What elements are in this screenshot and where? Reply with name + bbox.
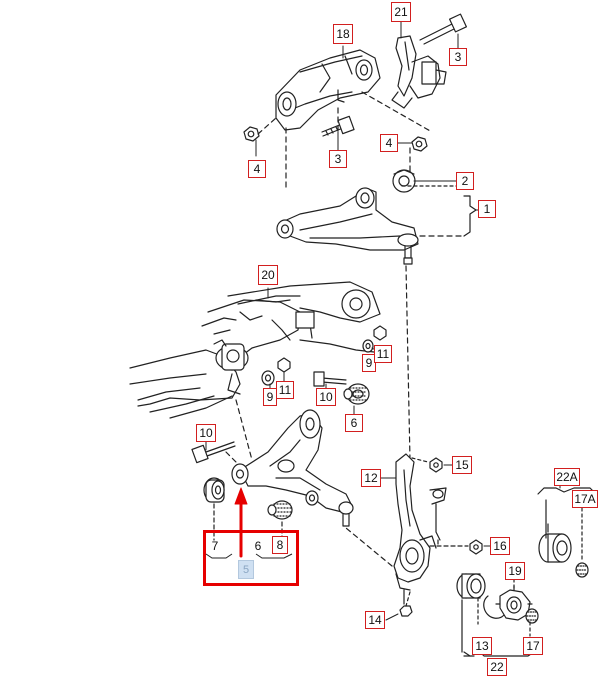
callout-6-lower: 6 [254, 539, 262, 553]
upper-nut-right [411, 136, 428, 152]
hub-nut-17 [525, 608, 539, 624]
hub-22A [538, 499, 572, 563]
upper-mount-bracket [275, 49, 381, 131]
callout-9-left: 9 [263, 388, 277, 406]
callout-7: 7 [211, 539, 219, 553]
center-bolt [321, 115, 355, 137]
callout-11-left: 11 [276, 381, 294, 399]
callout-22A: 22A [554, 468, 580, 486]
callout-4-left: 4 [248, 160, 266, 178]
callout-13: 13 [472, 637, 492, 655]
leader-lines [205, 21, 583, 621]
callout-22: 22 [487, 658, 507, 676]
mid-bolt [313, 371, 347, 387]
group-bracket-22A [537, 487, 597, 495]
subframe-small-parts [261, 325, 387, 386]
callout-12: 12 [361, 469, 381, 487]
callout-10-mid: 10 [316, 388, 336, 406]
callout-10-left: 10 [196, 424, 216, 442]
callout-14: 14 [365, 611, 385, 629]
callout-8: 8 [272, 536, 288, 554]
callout-6-right: 6 [345, 414, 363, 432]
ball-joint-guide [405, 265, 411, 461]
callout-18: 18 [333, 24, 353, 44]
callout-17: 17 [523, 637, 543, 655]
highlighted-part-label: 5 [238, 560, 254, 579]
upper-nut-left [243, 126, 260, 142]
nut-16 [469, 539, 483, 555]
highlight-box [203, 530, 299, 586]
upper-bolt [419, 13, 467, 45]
lower-left-bolt [191, 441, 236, 464]
callout-1: 1 [478, 200, 496, 218]
callout-9-right: 9 [362, 354, 376, 372]
hub-nut-17A [575, 562, 589, 578]
subframe [129, 281, 381, 419]
callout-21: 21 [391, 2, 411, 22]
wheel-bearing [456, 573, 486, 599]
highlight-arrow [234, 487, 248, 558]
sensor-bracket [391, 35, 447, 109]
callout-20: 20 [258, 265, 278, 285]
callout-19: 19 [505, 562, 525, 580]
callout-16: 16 [490, 537, 510, 555]
wheel-bearing-housing [393, 453, 437, 617]
guide-lines-upper [257, 91, 433, 191]
callout-17A: 17A [572, 490, 598, 508]
callout-4-right: 4 [380, 134, 398, 152]
group-bracket-1 [463, 195, 477, 237]
callout-11-right: 11 [374, 345, 392, 363]
lower-control-arm [231, 409, 354, 527]
front-bushing [203, 477, 225, 503]
callout-3-center: 3 [329, 150, 347, 168]
wheel-hub [495, 585, 533, 621]
nut-15 [429, 457, 443, 473]
upper-control-arm [276, 187, 419, 265]
upper-arm-bushing [392, 169, 416, 193]
hatched-bushing [267, 500, 293, 520]
rear-bushing [343, 383, 370, 405]
callout-3-top: 3 [449, 48, 467, 66]
callout-2: 2 [456, 172, 474, 190]
tie-rod-link [429, 487, 447, 545]
callout-15: 15 [452, 456, 472, 474]
